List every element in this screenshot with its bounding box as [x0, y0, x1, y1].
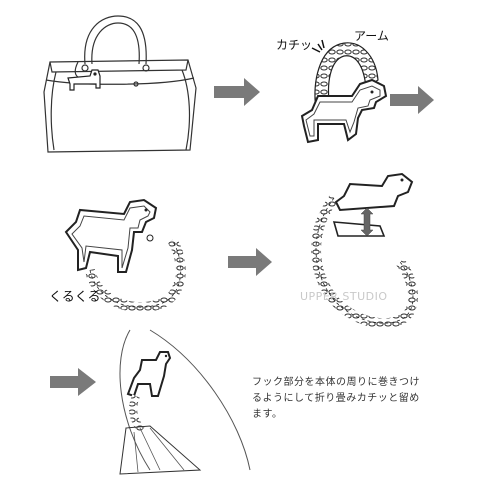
instruction-line-1: フック部分を本体の周りに巻きつけ — [252, 377, 420, 388]
instruction-line-2: るようにして折り畳みカチッと留め — [252, 393, 420, 404]
step3-dog-hanger — [64, 198, 186, 313]
instruction-line-3: ます。 — [252, 409, 283, 420]
arrow-4 — [50, 368, 96, 396]
step5-table-hanging — [119, 329, 251, 475]
step4-dog-hanger — [311, 172, 418, 329]
arm-label: アーム — [354, 29, 389, 43]
flow-arrows — [50, 78, 434, 396]
step2-dog-hanger — [300, 39, 388, 144]
arrow-1 — [214, 78, 260, 106]
click-sound-label: カチッ — [276, 38, 313, 52]
watermark: UPPER STUDIO — [300, 290, 388, 303]
twist-label: くるくる — [49, 290, 101, 305]
instruction-text: フック部分を本体の周りに巻きつけ るようにして折り畳みカチッと留め ます。 — [252, 375, 472, 423]
mini-dog-hanger — [67, 69, 101, 91]
arrow-2 — [390, 86, 434, 114]
handbag-illustration — [43, 15, 197, 153]
arrow-3 — [228, 248, 272, 276]
